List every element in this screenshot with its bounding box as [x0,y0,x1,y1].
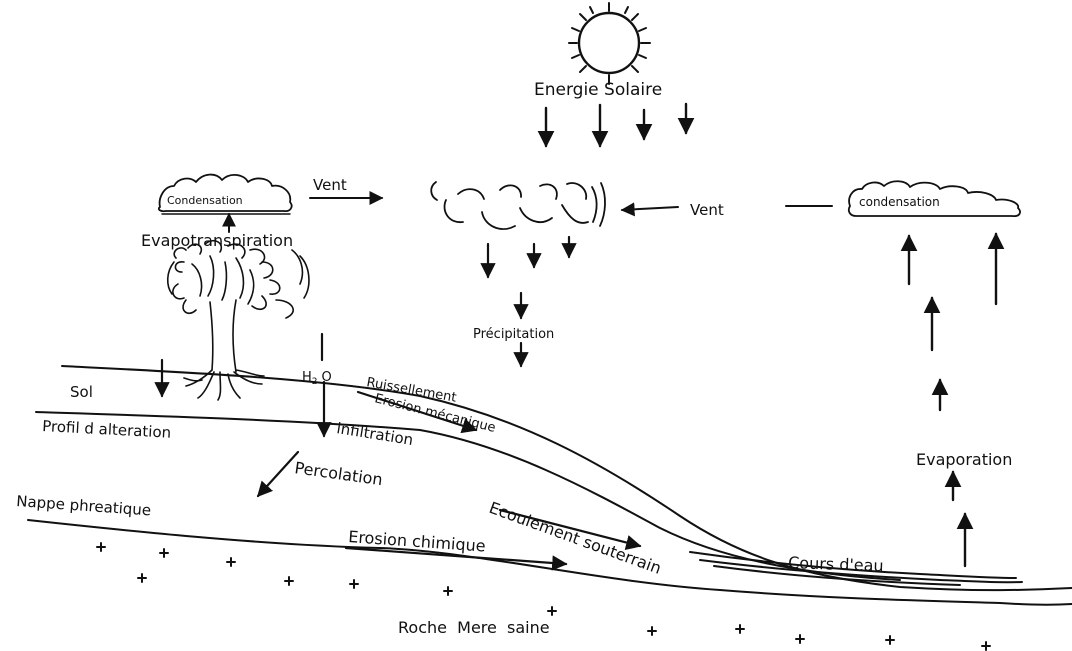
profil-label: Profil d alteration [42,417,172,442]
nappe-label: Nappe phreatique [16,492,152,519]
ecoulement-label: Ecoulement souterrain [487,498,664,578]
rain-cloud [431,182,605,229]
evaporation-arrows [909,234,996,566]
energie-solaire-label: Energie Solaire [534,80,662,100]
condensation-right-label: condensation [859,195,940,209]
cours-eau-label: Cours d'eau [788,553,884,575]
percolation-label: Percolation [293,458,383,489]
sol-label: Sol [70,383,93,401]
evapotranspiration-label: Evapotranspiration [141,231,293,250]
sun-icon [569,3,650,84]
vent-right-arrow [622,207,678,210]
ground-layers [28,366,1072,605]
vent-right-label: Vent [690,201,724,219]
precipitation-arrows [488,237,569,366]
evaporation-label: Evaporation [916,450,1012,469]
precipitation-label: Précipitation [473,327,554,342]
percolation-arrow [258,452,298,496]
vent-left-label: Vent [313,176,347,194]
infiltration-label: infiltration [335,419,414,449]
solar-arrows [546,104,686,146]
roche-label: Roche Mere saine [398,618,550,637]
condensation-left-label: Condensation [167,194,243,207]
